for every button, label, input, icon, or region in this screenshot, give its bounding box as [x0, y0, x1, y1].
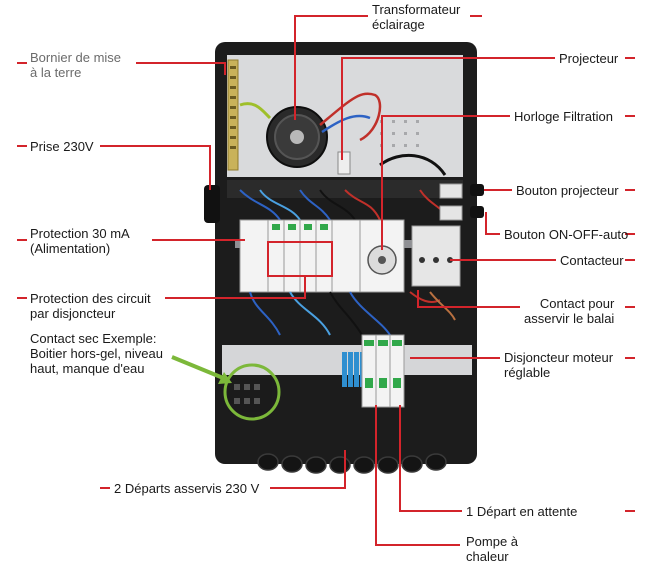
leader-balai [417, 290, 520, 308]
wire-green-yellow [239, 102, 272, 120]
leader-lines [100, 15, 556, 546]
motor-breakers [361, 334, 405, 408]
label-contactor: Contacteur [560, 253, 624, 268]
dry-contact-callout-arrow [171, 355, 229, 382]
label-projector: Projecteur [559, 51, 619, 66]
on-off-button-knob [470, 206, 484, 218]
label-protection-30ma: Protection 30 mA (Alimentation) [30, 226, 130, 256]
earth-terminal-screws [230, 66, 236, 149]
leader-two-outputs [270, 450, 346, 489]
leader-one-output [399, 405, 462, 512]
leader-projector [341, 57, 555, 160]
lower-wire-bundle [249, 291, 456, 336]
dry-contact-terminals [234, 384, 260, 404]
label-motor-breaker: Disjoncteur moteur réglable [504, 350, 614, 380]
label-filtration-clock: Horloge Filtration [514, 109, 613, 124]
label-breaker-protection: Protection des circuit par disjoncteur [30, 291, 151, 321]
leader-breaker [165, 275, 306, 299]
dry-contact-arrowhead [218, 372, 232, 384]
label-socket-230v: Prise 230V [30, 139, 94, 154]
label-one-output: 1 Départ en attente [466, 504, 578, 519]
projector-button-knob [470, 184, 484, 196]
label-on-off-button: Bouton ON-OFF-auto [504, 227, 629, 242]
label-contact-balai: Contact pour asservir le balai [524, 296, 615, 326]
label-projector-button: Bouton projecteur [516, 183, 619, 198]
leader-clock [381, 115, 510, 250]
leader-stubs [17, 57, 635, 512]
leader-on-off [485, 212, 500, 235]
label-two-outputs: 2 Départs asservis 230 V [114, 481, 260, 496]
breaker-row [239, 219, 461, 293]
filtration-clock-hub [378, 256, 386, 264]
socket-230v [204, 185, 220, 223]
contactor-terminals [419, 257, 453, 263]
label-dry-contact: Contact sec Exemple: Boitier hors-gel, n… [30, 331, 163, 376]
dry-contact-highlight [223, 363, 281, 421]
projector-button-body [439, 183, 463, 199]
leader-socket [100, 145, 211, 190]
label-earth-terminal: Bornier de mise à la terre [30, 50, 122, 80]
cable-glands [257, 453, 447, 474]
earth-terminal-strip [227, 59, 239, 171]
dry-contact-block [228, 378, 272, 412]
wire-red-1 [319, 92, 382, 142]
on-off-button-body [439, 205, 463, 221]
leader-earth [136, 62, 226, 75]
leader-heat-pump [375, 405, 460, 546]
din-rail-1-backing [227, 180, 463, 198]
breaker-green-tabs [272, 224, 328, 230]
motor-breaker-green-tabs [364, 340, 402, 388]
leader-transformer [294, 15, 368, 120]
label-heat-pump: Pompe à chaleur [466, 534, 519, 564]
wire-blue-1 [321, 114, 371, 134]
breaker-group-highlight [267, 241, 333, 277]
transformer-core [290, 130, 304, 144]
lighting-terminal [337, 151, 351, 175]
label-transformer: Transformateur éclairage [372, 2, 461, 32]
wire-black-1 [379, 153, 447, 176]
